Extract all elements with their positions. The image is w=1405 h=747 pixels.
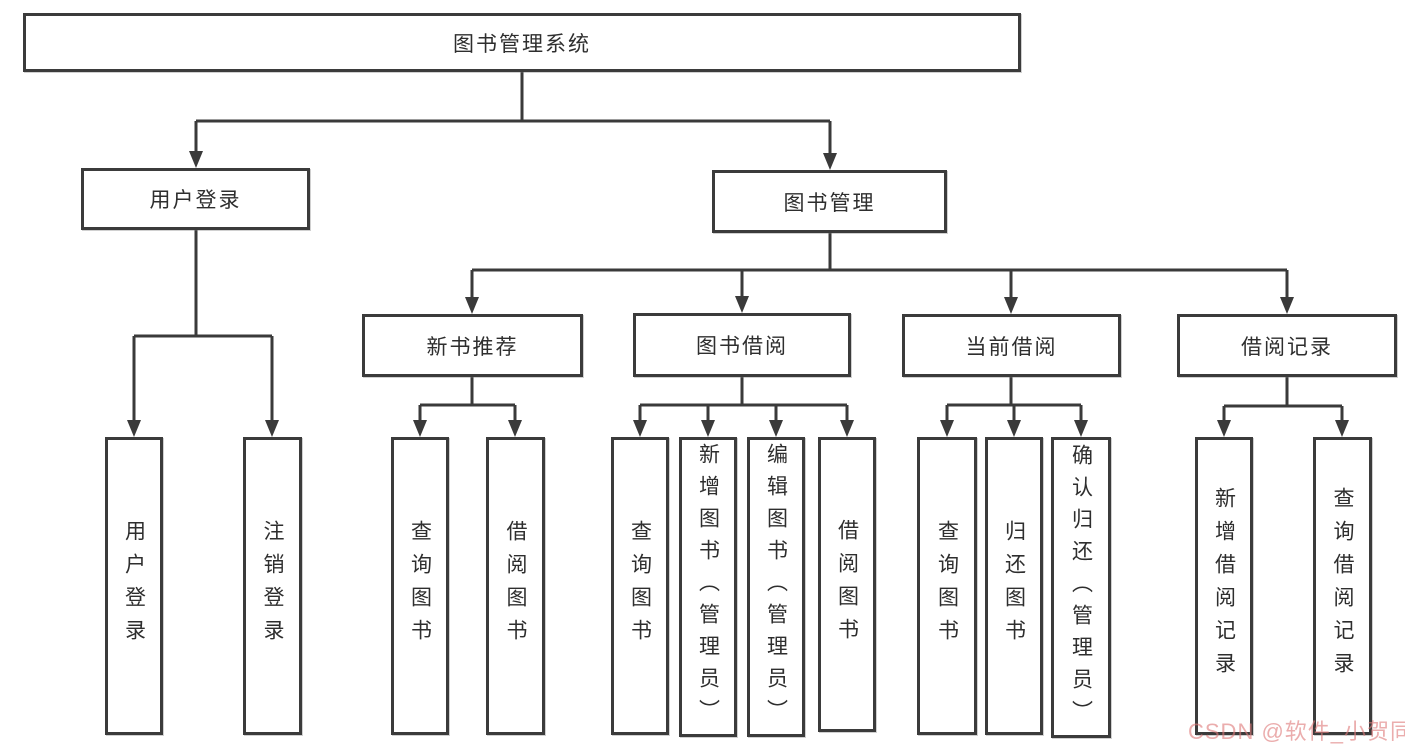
leaf-borrow-books-label: 借阅图书	[835, 518, 859, 651]
leaf-logout-box: 注销登录	[243, 437, 302, 735]
leaf-query-borrow-record-box: 查询借阅记录	[1313, 437, 1372, 735]
leaf-add-books-admin-label: 新增图书（管理员）	[696, 443, 720, 731]
leaf-confirm-return-admin-box: 确认归还（管理员）	[1051, 437, 1111, 738]
leaf-borrow-books-box: 借阅图书	[486, 437, 545, 735]
book-borrow-label: 图书借阅	[696, 335, 788, 358]
current-borrow-box: 当前借阅	[902, 314, 1121, 377]
new-book-recommend-box: 新书推荐	[362, 314, 583, 377]
leaf-add-borrow-record-box: 新增借阅记录	[1195, 437, 1253, 735]
book-management-box: 图书管理	[712, 170, 947, 233]
leaf-query-books-box: 查询图书	[917, 437, 977, 735]
borrow-record-label: 借阅记录	[1241, 335, 1333, 359]
leaf-return-books-label: 归还图书	[1002, 520, 1026, 652]
leaf-confirm-return-admin-label: 确认归还（管理员）	[1069, 443, 1093, 732]
csdn-watermark: CSDN @软件_小贺同学	[1188, 719, 1405, 744]
leaf-query-books-box: 查询图书	[611, 437, 669, 735]
leaf-query-books-label: 查询图书	[628, 520, 652, 652]
leaf-user-login-box: 用户登录	[105, 437, 163, 735]
root-label: 图书管理系统	[453, 32, 591, 56]
connector-borrow-record-leaves	[1222, 377, 1344, 422]
connector-user-login-leaves	[132, 230, 274, 422]
leaf-borrow-books-label: 借阅图书	[504, 520, 527, 652]
book-management-label: 图书管理	[783, 191, 876, 215]
current-borrow-label: 当前借阅	[965, 335, 1058, 359]
connector-current-borrow-leaves	[945, 377, 1083, 422]
leaf-query-books-box: 查询图书	[391, 437, 449, 735]
leaf-query-books-label: 查询图书	[408, 520, 432, 652]
connector-book-borrow-leaves	[638, 377, 849, 422]
borrow-record-box: 借阅记录	[1177, 314, 1397, 377]
leaf-edit-books-admin-box: 编辑图书（管理员）	[747, 437, 805, 737]
book-borrow-box: 图书借阅	[633, 313, 851, 377]
leaf-borrow-books-box: 借阅图书	[818, 437, 876, 732]
connector-root-level1	[194, 72, 832, 155]
leaf-user-login-label: 用户登录	[122, 520, 146, 652]
connector-new-book-leaves	[418, 377, 517, 422]
connector-book-mgmt-level2	[470, 233, 1289, 299]
leaf-query-borrow-record-label: 查询借阅记录	[1331, 487, 1354, 685]
user-login-label: 用户登录	[149, 189, 242, 212]
new-book-recommend-label: 新书推荐	[426, 335, 519, 359]
leaf-edit-books-admin-label: 编辑图书（管理员）	[764, 443, 788, 731]
leaf-add-borrow-record-label: 新增借阅记录	[1212, 487, 1236, 685]
leaf-add-books-admin-box: 新增图书（管理员）	[679, 437, 737, 737]
leaf-return-books-box: 归还图书	[985, 437, 1043, 735]
leaf-query-books-label: 查询图书	[935, 520, 959, 652]
leaf-logout-label: 注销登录	[261, 520, 284, 652]
root-box: 图书管理系统	[23, 13, 1021, 72]
user-login-box: 用户登录	[81, 168, 310, 230]
